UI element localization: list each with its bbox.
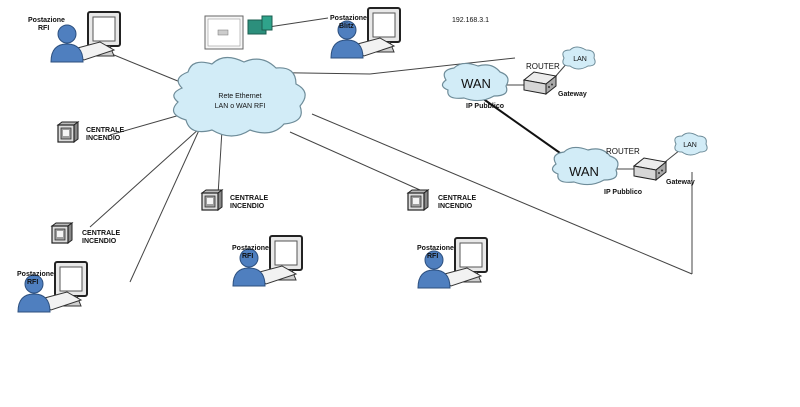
link-centrale2 <box>89 127 201 228</box>
connection-lines <box>89 17 693 283</box>
link-router2-lan <box>664 149 681 163</box>
workstation-blitz: Postazione Blitz <box>330 7 401 59</box>
router-icon <box>523 71 557 95</box>
cloud-label-line1: Rete Ethernet <box>218 93 261 100</box>
cloud-label-line2: LAN o WAN RFI <box>215 103 266 110</box>
workstation-top-left: Postazione RFI <box>28 11 121 63</box>
centrale-label-line2: INCENDIO <box>230 203 265 210</box>
workstation-label-line1: Postazione <box>417 245 454 252</box>
centrale-label-line2: INCENDIO <box>86 135 121 142</box>
link-panel <box>261 17 329 29</box>
link-wan1 <box>369 57 516 75</box>
gateway-label: Gateway <box>558 91 587 98</box>
link-site2 <box>311 113 693 275</box>
workstation-label-line2: RFI <box>38 25 49 32</box>
link-wan-wan <box>481 97 571 161</box>
ip-address-label: 192.168.3.1 <box>452 17 489 24</box>
workstation-label-line1: Postazione <box>330 15 367 22</box>
workstation-label-line2: RFI <box>242 253 253 260</box>
ip-pubblico-label: IP Pubblico <box>604 189 642 196</box>
fire-panel-icon <box>57 121 79 143</box>
ethernet-cloud: Rete Ethernet LAN o WAN RFI <box>172 56 306 137</box>
workstation-label-line2: RFI <box>427 253 438 260</box>
workstation-label-line2: RFI <box>27 279 38 286</box>
centrale-label-line2: INCENDIO <box>82 238 117 245</box>
fire-panel-icon <box>201 189 223 211</box>
router-label: ROUTER <box>526 62 560 71</box>
centrale-label-line1: CENTRALE <box>230 195 268 202</box>
workstation-label-line1: Postazione <box>28 17 65 24</box>
centrale-incendio-3: CENTRALE INCENDIO <box>51 222 120 245</box>
workstation-bottom-middle: Postazione RFI <box>232 235 303 287</box>
wan-label: WAN <box>461 76 491 91</box>
link-centrale4 <box>289 131 421 191</box>
lan-label: LAN <box>573 56 587 63</box>
wan-cloud-icon <box>551 146 619 186</box>
centrale-label-line1: CENTRALE <box>82 230 120 237</box>
lan-label: LAN <box>683 142 697 149</box>
centrale-incendio-2: CENTRALE INCENDIO <box>201 189 268 211</box>
wan-cloud-icon <box>441 62 509 102</box>
lan-cloud-icon <box>674 132 708 156</box>
workstation-bottom-left: Postazione RFI <box>17 261 88 313</box>
link-centrale3 <box>217 129 223 196</box>
link-ws-bottom-left <box>129 127 201 283</box>
centrale-label-line2: INCENDIO <box>438 203 473 210</box>
control-panel-device <box>204 15 273 50</box>
workstation-label-line2: Blitz <box>339 23 354 30</box>
centrale-incendio-4: CENTRALE INCENDIO <box>407 189 476 211</box>
workstation-bottom-right: Postazione RFI <box>417 237 488 289</box>
router-icon <box>633 157 667 181</box>
workstation-label-line1: Postazione <box>17 271 54 278</box>
fire-panel-icon <box>407 189 429 211</box>
wan-label: WAN <box>569 164 599 179</box>
workstation-label-line1: Postazione <box>232 245 269 252</box>
ip-pubblico-label: IP Pubblico <box>466 103 504 110</box>
remote-site-1: WAN LAN ROUTER IP Pubblico Gateway <box>441 46 596 110</box>
link-centrale1 <box>109 114 181 136</box>
remote-site-2: WAN LAN ROUTER IP Pubblico Gateway <box>551 132 708 196</box>
fire-panel-icon <box>51 222 73 244</box>
gateway-label: Gateway <box>666 179 695 186</box>
router-label: ROUTER <box>606 147 640 156</box>
lan-cloud-icon <box>562 46 596 70</box>
centrale-label-line1: CENTRALE <box>438 195 476 202</box>
centrale-label-line1: CENTRALE <box>86 127 124 134</box>
centrale-incendio-1: CENTRALE INCENDIO <box>57 121 124 143</box>
